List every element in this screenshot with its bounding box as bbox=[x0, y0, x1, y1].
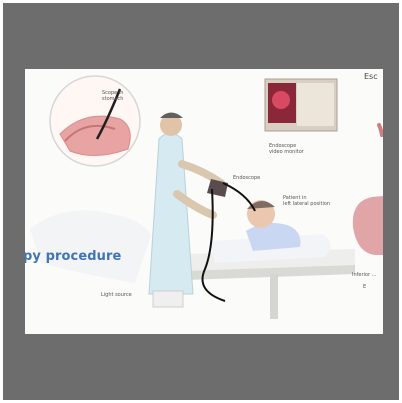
label-bottom-right-mark: E bbox=[363, 284, 366, 290]
label-scope-in-stomach: Scope in stomach bbox=[102, 90, 123, 102]
light-source bbox=[153, 291, 183, 307]
label-bottom-right: Inferior ... bbox=[352, 272, 376, 278]
caption-text: py procedure bbox=[25, 249, 121, 264]
label-patient-position: Patient in left lateral position bbox=[283, 195, 330, 207]
endoscopy-illustration: Scope in stomach Endoscope Endoscope vid… bbox=[25, 69, 383, 334]
monitor bbox=[265, 79, 337, 131]
label-light-source: Light source bbox=[101, 292, 132, 298]
label-endoscope: Endoscope bbox=[233, 175, 260, 181]
edge-title: Esc bbox=[364, 72, 378, 81]
label-video-monitor: Endoscope video monitor bbox=[269, 143, 304, 155]
stomach-inset bbox=[50, 76, 140, 166]
